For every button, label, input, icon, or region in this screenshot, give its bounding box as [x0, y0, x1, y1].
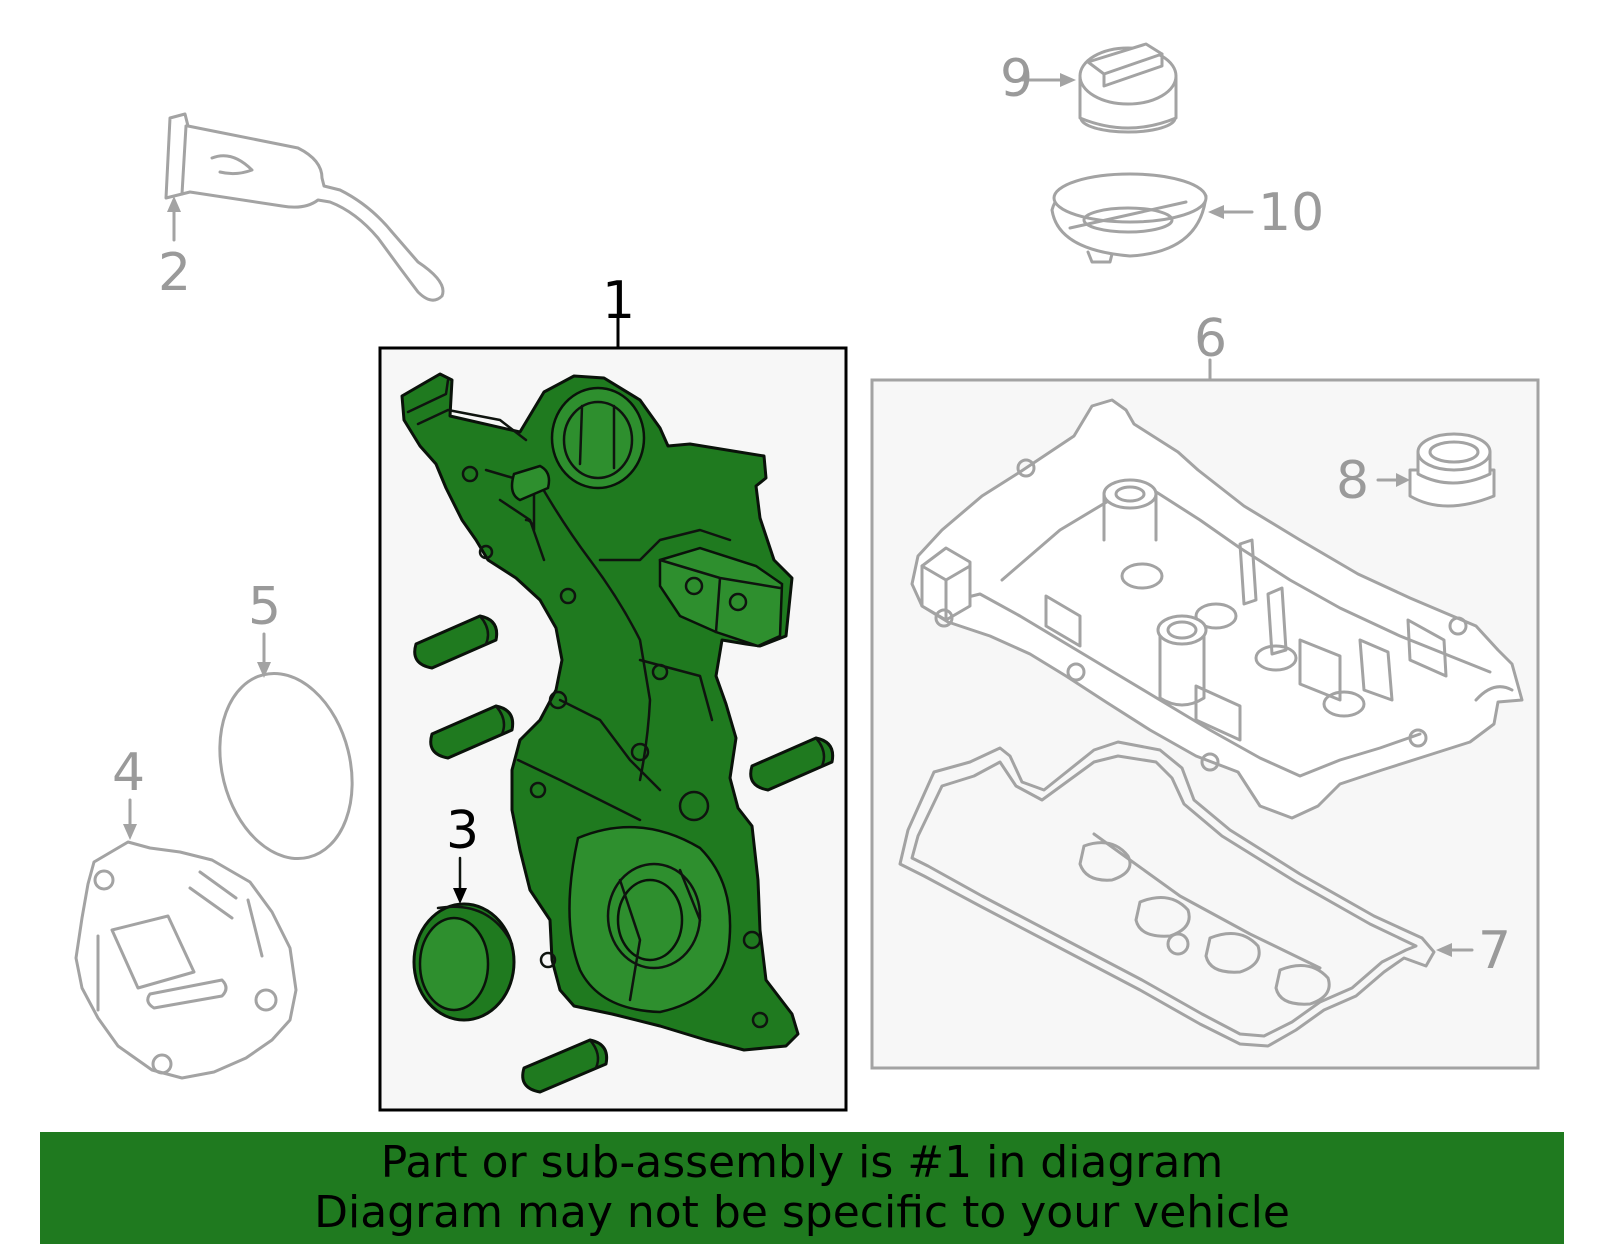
- callout-7: 7: [1478, 921, 1511, 981]
- part-4-water-pump: 4: [74, 743, 298, 1080]
- callout-2: 2: [158, 243, 191, 303]
- part-10-cap-seat: 10: [1050, 172, 1324, 264]
- part-1-timing-cover: [400, 372, 800, 1052]
- part-3-front-seal: 3: [412, 801, 516, 1022]
- callout-5: 5: [248, 577, 281, 637]
- callout-1: 1: [602, 271, 635, 331]
- part-5-o-ring: 5: [218, 577, 354, 861]
- callout-4: 4: [112, 743, 145, 803]
- part-2-dipstick-guide: 2: [158, 112, 445, 303]
- part-6-assembly-box: 6: [870, 309, 1540, 1070]
- info-banner: Part or sub-assembly is #1 in diagram Di…: [40, 1132, 1564, 1244]
- callout-10: 10: [1258, 183, 1324, 243]
- part-1-assembly-box: 1: [378, 271, 848, 1112]
- part-6-valve-cover: [910, 398, 1524, 820]
- banner-line-2: Diagram may not be specific to your vehi…: [314, 1187, 1290, 1238]
- part-9-filler-cap: 9: [1000, 42, 1178, 134]
- callout-9: 9: [1000, 49, 1033, 109]
- banner-line-1: Part or sub-assembly is #1 in diagram: [380, 1137, 1224, 1188]
- part-8-plug-seal: 8: [1336, 432, 1496, 511]
- callout-3: 3: [446, 801, 479, 861]
- part-1-dowels: [413, 614, 835, 1094]
- part-7-cover-gasket: 7: [898, 740, 1511, 1048]
- callout-6: 6: [1194, 309, 1227, 369]
- callout-8: 8: [1336, 451, 1369, 511]
